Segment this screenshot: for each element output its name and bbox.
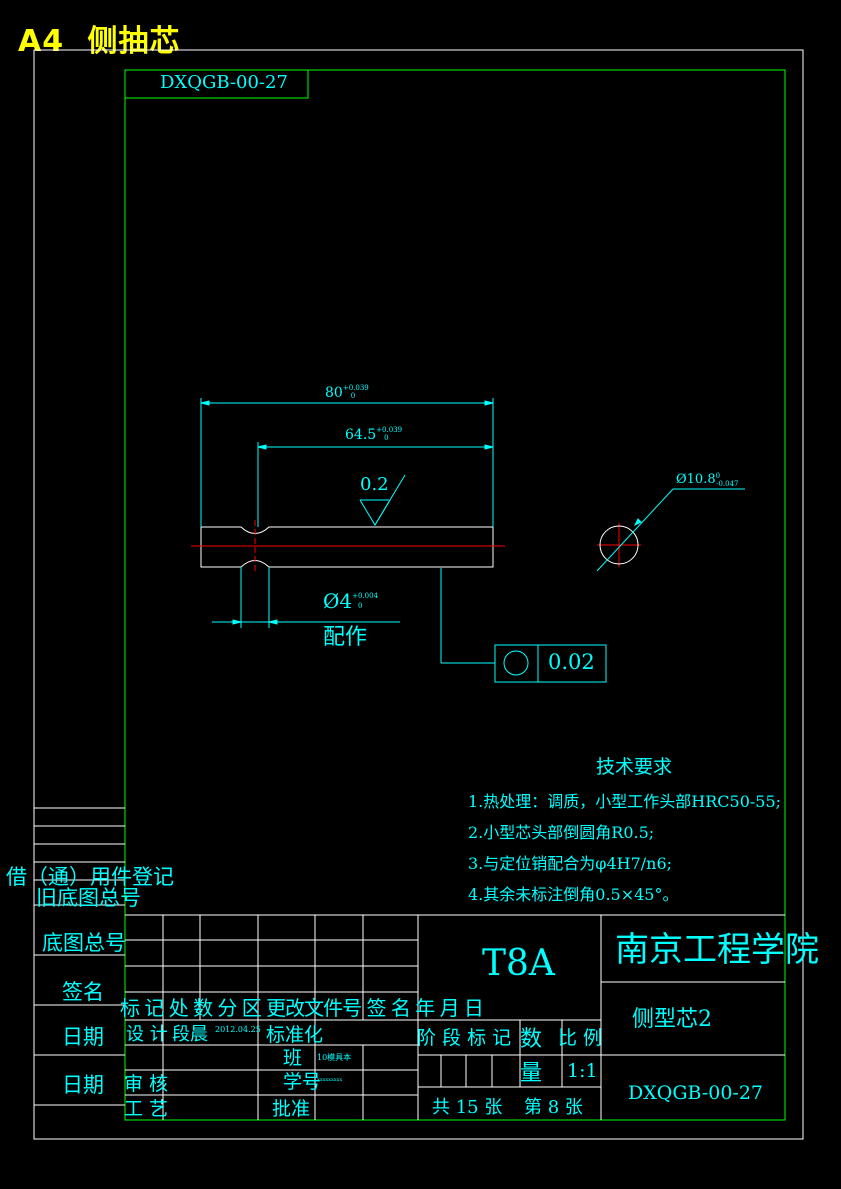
student-id-value: xxxxxxxxx xyxy=(317,1077,343,1083)
inner-frame xyxy=(124,69,786,1121)
sheet-size-label: A4 xyxy=(18,24,65,59)
date-label-1: 日期 xyxy=(62,1025,104,1049)
dim-inner-length: 64.5+0.0390 xyxy=(345,426,403,443)
top-drawing-number: DXQGB-00-27 xyxy=(160,72,288,93)
class-value: 10模具本 xyxy=(317,1053,352,1062)
approve-label: 批准 xyxy=(272,1098,311,1120)
old-base-number-label: 旧底图总号 xyxy=(36,886,141,910)
scale-label: 比 例 xyxy=(558,1027,603,1049)
base-number-label: 底图总号 xyxy=(42,931,126,955)
stage-mark-label: 阶 段 标 记 xyxy=(417,1027,512,1049)
drawing-number: DXQGB-00-27 xyxy=(628,1082,764,1104)
center-lines xyxy=(191,520,641,574)
total-sheets: 共 15 张 xyxy=(432,1097,503,1118)
process-label: 工 艺 xyxy=(124,1098,169,1120)
tech-item-2: 2.小型芯头部倒圆角R0.5; xyxy=(468,823,655,842)
review-label: 审 核 xyxy=(124,1073,169,1095)
part-outline xyxy=(200,526,494,568)
school-name: 南京工程学院 xyxy=(615,930,819,970)
dim-outer-diameter: Ø10.80-0.047 xyxy=(676,472,739,488)
tolerance-value: 0.02 xyxy=(548,650,595,674)
roughness-value: 0.2 xyxy=(360,474,389,495)
designer-name: 段晨 xyxy=(172,1024,208,1045)
end-view-circle xyxy=(599,525,639,565)
tech-item-1: 1.热处理：调质，小型工作头部HRC50-55; xyxy=(468,792,782,811)
top-number-box xyxy=(124,69,309,99)
part-title: 侧抽芯 xyxy=(87,24,181,59)
quantity-label: 数量 xyxy=(520,1027,561,1086)
dim-overall-length: 80+0.0390 xyxy=(325,384,369,401)
tech-item-3: 3.与定位销配合为φ4H7/n6; xyxy=(468,854,673,873)
tech-item-4: 4.其余未标注倒角0.5×45°。 xyxy=(468,885,679,904)
borrow-register-label: 借（通）用件登记 xyxy=(6,865,174,889)
outer-border xyxy=(33,49,804,1140)
dimension-lines xyxy=(200,398,745,683)
revision-header: 标 记 处 数 分 区 更改文件号 签 名 年 月 日 xyxy=(120,996,484,1020)
class-label: 班 xyxy=(283,1047,303,1069)
signature-label: 签名 xyxy=(62,980,104,1004)
title-block-grid xyxy=(125,914,785,1120)
sheet-number: 第 8 张 xyxy=(524,1097,583,1118)
date-label-2: 日期 xyxy=(62,1073,104,1097)
dim-pin-diameter: Ø4+0.0040 xyxy=(323,589,379,613)
material-value: T8A xyxy=(482,943,555,984)
student-id-label: 学号 xyxy=(283,1071,322,1093)
design-date: 2012.04.25 xyxy=(215,1025,261,1034)
tech-heading: 技术要求 xyxy=(596,756,673,778)
pin-note: 配作 xyxy=(323,625,368,650)
left-strip-lines xyxy=(34,807,125,1106)
sheet-title: A4 侧抽芯 xyxy=(18,16,181,60)
scale-value: 1:1 xyxy=(567,1060,598,1082)
part-name: 侧型芯2 xyxy=(632,1007,712,1032)
design-label: 设 计 xyxy=(126,1024,168,1045)
standardize-label: 标准化 xyxy=(266,1024,324,1046)
